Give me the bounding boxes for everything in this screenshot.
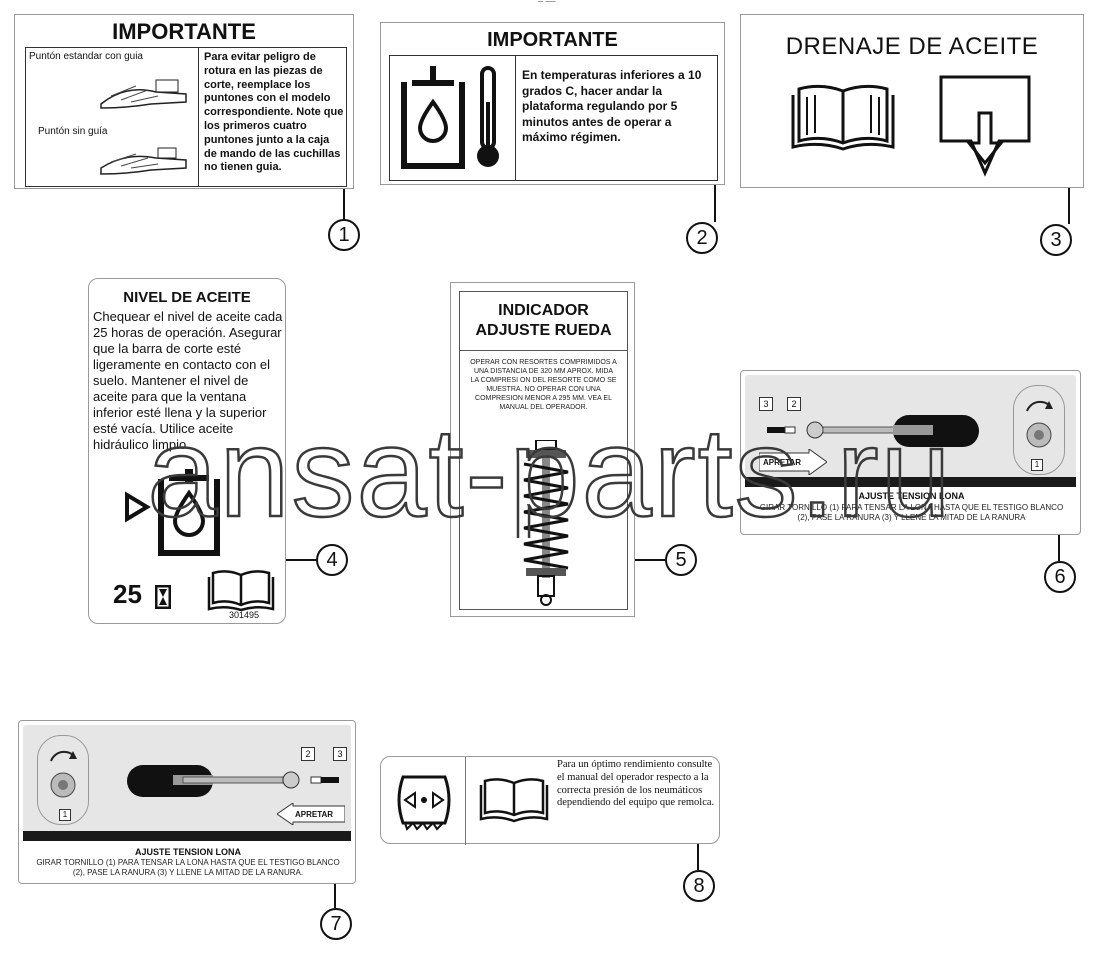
decal-6-band [745,477,1076,487]
decal-1-text: Para evitar peligro de rotura en las pie… [204,51,344,174]
decal-2-text: En temperaturas inferiores a 10 grados C… [522,68,702,144]
decal-7-label-2: 2 [301,747,315,761]
header-mark: ¯ ¯¯ [538,0,556,10]
manual-book-icon [207,570,275,611]
callout-1: 1 [328,219,360,251]
leader-4 [286,559,316,561]
decal-7-text: GIRAR TORNILLO (1) PARA TENSAR LA LONA H… [36,858,340,877]
decal-7-label-3: 3 [333,747,347,761]
apretar-arrow-icon [277,803,345,825]
decal-8-text: Para un óptimo rendimiento consulte el m… [557,759,715,809]
decal-7-ajuste-tension-lona: 1 2 3 APRETAR AJUSTE TENSION LONA GIRAR … [18,720,356,884]
decal-2-title: IMPORTANTE [487,29,618,51]
decal-6-title: AJUSTE TENSION LONA [858,491,965,501]
callout-5: 5 [665,544,697,576]
adjust-knob-icon [50,750,77,798]
leader-1 [343,189,345,219]
decal-6-text: GIRAR TORNILLO (1) PARA TENSAR LA LONA H… [759,503,1064,522]
tire-pressure-icon [397,775,451,831]
decal-6-label-3: 3 [759,397,773,411]
decal-6-knob-bg [1013,385,1065,475]
leader-2 [714,185,716,222]
decal-7-knob-bg [37,735,89,825]
hourglass-icon [155,585,171,609]
decal-2-frame: En temperaturas inferiores a 10 grados C… [389,55,718,181]
decal-5-title-line2: ADJUSTE RUEDA [475,322,612,339]
decal-7-band [23,831,351,841]
oil-level-tank-icon [125,469,220,556]
tension-rod-icon [127,765,339,797]
leader-8 [697,844,699,870]
adjust-knob-icon [1026,400,1053,448]
decal-6-label-2: 2 [787,397,801,411]
callout-3: 3 [1040,224,1072,256]
decal-4-hours-value: 25 [113,579,142,609]
decal-6-label-1: 1 [1031,459,1043,471]
callout-8: 8 [683,870,715,902]
decal-3-drenaje-aceite: DRENAJE DE ACEITE [740,14,1084,188]
decal-6-panel: 3 2 APRETAR 1 [745,375,1076,487]
decal-3-title: DRENAJE DE ACEITE [785,33,1039,60]
decal-7-title: AJUSTE TENSION LONA [134,847,241,857]
apretar-arrow-icon [759,449,827,475]
decal-4-title: NIVEL DE ACEITE [123,289,251,306]
callout-6: 6 [1044,561,1076,593]
decal-4-text: Chequear el nivel de aceite cada 25 hora… [93,309,283,452]
leader-5 [635,559,665,561]
callout-2: 2 [686,222,718,254]
decal-6-arrow-label: APRETAR [763,458,802,467]
decal-4-part-number: 301495 [229,610,260,620]
oil-tank-thermometer-icon [401,66,499,169]
callout-7: 7 [320,908,352,940]
decal-1-label-noguide: Puntón sin guía [38,126,108,137]
decal-1-divider [198,48,199,186]
decal-1-importante-punton: IMPORTANTE Puntón estandar con guia Punt… [14,14,354,189]
manual-book-icon [791,84,895,151]
decal-6-ajuste-tension-lona: 3 2 APRETAR 1 AJUSTE TENSION LONA GIRAR … [740,370,1081,535]
decal-8-presion-neumaticos: Para un óptimo rendimiento consulte el m… [380,756,720,845]
tension-rod-icon [767,415,979,447]
drain-arrow-icon [939,75,1031,177]
decal-4-nivel-aceite: NIVEL DE ACEITE Chequear el nivel de ace… [88,278,286,624]
leader-7 [334,884,336,908]
decal-5-indicador-rueda: INDICADOR ADJUSTE RUEDA OPERAR CON RESOR… [450,282,635,617]
shock-absorber-spring-icon [523,440,569,606]
decal-7-panel: 1 2 3 APRETAR [23,725,351,839]
decal-5-inner-frame: INDICADOR ADJUSTE RUEDA OPERAR CON RESOR… [459,291,628,610]
leader-6 [1058,535,1060,561]
punton-no-guide-icon [100,147,187,175]
leader-3 [1068,188,1070,224]
punton-with-guide-icon [100,79,187,109]
decal-1-title: IMPORTANTE [112,19,256,44]
decal-2-importante-temperatura: IMPORTANTE En temperaturas inferiores a … [380,22,725,185]
decal-5-title-line1: INDICADOR [498,302,589,319]
decal-5-text: OPERAR CON RESORTES COMPRIMIDOS A UNA DI… [470,359,617,411]
decal-7-label-1: 1 [59,809,71,821]
decal-1-label-standard: Puntón estandar con guia [29,51,143,62]
decal-1-frame: Puntón estandar con guia Puntón sin guía… [25,47,347,187]
decal-4-hours: 25 [113,579,142,610]
decal-2-divider [515,56,516,180]
decal-5-rule [460,350,627,351]
decal-7-arrow-label: APRETAR [295,810,334,819]
callout-4: 4 [316,544,348,576]
manual-book-icon [479,778,549,823]
decal-8-divider-1 [465,757,466,845]
